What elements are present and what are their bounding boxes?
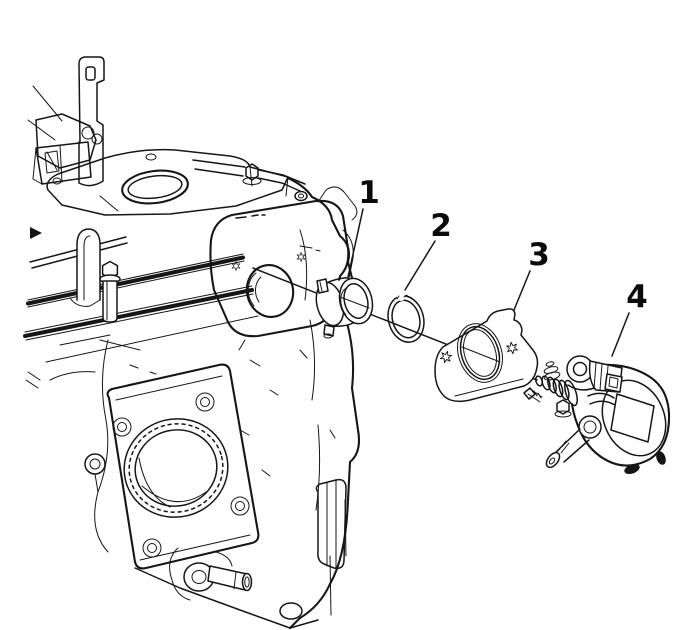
stub-pipe (169, 547, 253, 601)
callout-4-leader-line (611, 312, 630, 357)
callout-2-label: 2 (430, 208, 452, 244)
block-texture-left (49, 334, 157, 553)
o-ring-part (387, 293, 425, 343)
upper-arm (192, 159, 308, 202)
gasket-part (434, 308, 539, 403)
callout-4-label: 4 (626, 279, 648, 315)
throttle-body-flange (106, 363, 260, 570)
callout-4: 4 (611, 279, 648, 357)
callout-1-leader-line (347, 208, 364, 278)
cam-cover-top (46, 148, 289, 216)
pointer-marker (30, 227, 42, 239)
callout-3-label: 3 (528, 237, 550, 273)
timing-cover-right (134, 176, 361, 630)
callout-2-leader-line (404, 240, 436, 291)
callout-1: 1 (347, 175, 380, 278)
callout-3: 3 (513, 237, 550, 311)
bushing-part (315, 277, 374, 339)
callout-1-label: 1 (358, 175, 380, 211)
left-bracket-mount (32, 113, 103, 185)
callout-2: 2 (404, 208, 452, 291)
fuel-pump-part (523, 352, 672, 475)
engine-assembly-art (23, 56, 361, 630)
callout-3-leader-line (513, 270, 531, 311)
cover-rails (23, 236, 259, 389)
bolt-post (69, 228, 121, 323)
